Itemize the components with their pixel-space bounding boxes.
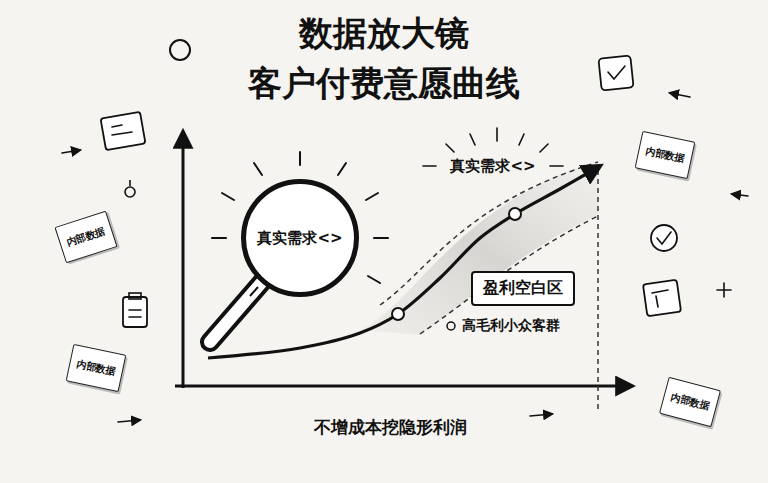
annotation: 真实需求<> [447, 156, 538, 177]
deco-tick [129, 180, 131, 186]
dashed-bound [597, 170, 599, 410]
window-icon [643, 280, 681, 316]
node-text: 内部数据 [669, 390, 711, 414]
doc-icon [101, 112, 146, 150]
title: 数据放大镜 客户付费意愿曲线 [214, 8, 554, 108]
stroke [112, 125, 122, 127]
annotation: 不增成本挖隐形利润 [311, 415, 470, 440]
curve-point [509, 208, 521, 220]
stroke [652, 290, 668, 293]
ray [366, 193, 378, 200]
clip [129, 293, 141, 299]
x-axis [175, 385, 632, 388]
check [608, 66, 625, 79]
ray [496, 128, 498, 141]
check [657, 232, 671, 244]
ray [540, 144, 548, 152]
ray [338, 163, 346, 175]
node-text: 内部数据 [644, 144, 686, 166]
zone-box: 盈利空白区 [471, 271, 575, 306]
y-axis [182, 132, 185, 388]
ray [470, 134, 475, 145]
sparkle [717, 289, 731, 291]
curve-point [392, 308, 404, 320]
check-box-icon [598, 55, 633, 90]
node-text: 盈利空白区 [483, 278, 563, 299]
ray [222, 193, 234, 200]
ray [299, 152, 301, 165]
lens-handle [210, 282, 262, 342]
data-sheet: 内部数据 [66, 344, 127, 392]
demand-curve [208, 166, 600, 358]
data-sheet: 内部数据 [54, 211, 117, 264]
dash [550, 165, 563, 167]
data-sheet: 内部数据 [659, 377, 721, 428]
ray [446, 144, 454, 152]
ray [374, 237, 388, 239]
node-text: 真实需求<> [257, 229, 342, 248]
stroke [112, 132, 132, 135]
deco-circle [170, 40, 190, 60]
stroke [129, 316, 141, 318]
clipboard-icon [123, 297, 147, 327]
curve-layer [208, 166, 600, 358]
stroke [656, 296, 658, 307]
check-circle-icon [651, 225, 677, 251]
deco-circle [125, 187, 135, 197]
ray [212, 237, 226, 239]
stroke [129, 309, 141, 311]
dash [423, 165, 436, 167]
deco-strokes [62, 66, 748, 422]
magnifier-lens: 真实需求<> [241, 179, 359, 297]
handle-band [250, 287, 258, 296]
node-text: 内部数据 [75, 357, 117, 379]
data-sheet: 内部数据 [635, 131, 696, 179]
ray [368, 276, 380, 283]
ray [519, 134, 524, 145]
upper-dashed-curve [380, 162, 598, 305]
deco-arrow [118, 420, 140, 422]
deco-arrow [732, 194, 748, 196]
annotation: 高毛利小众客群 [459, 316, 563, 336]
node-text: 内部数据 [65, 224, 107, 250]
deco-arrow [670, 93, 690, 97]
ray [254, 163, 262, 175]
bullet-dot [447, 322, 455, 330]
deco-arrow [530, 414, 552, 416]
deco-arrow [62, 150, 80, 153]
lens-handle-inner [210, 282, 262, 342]
